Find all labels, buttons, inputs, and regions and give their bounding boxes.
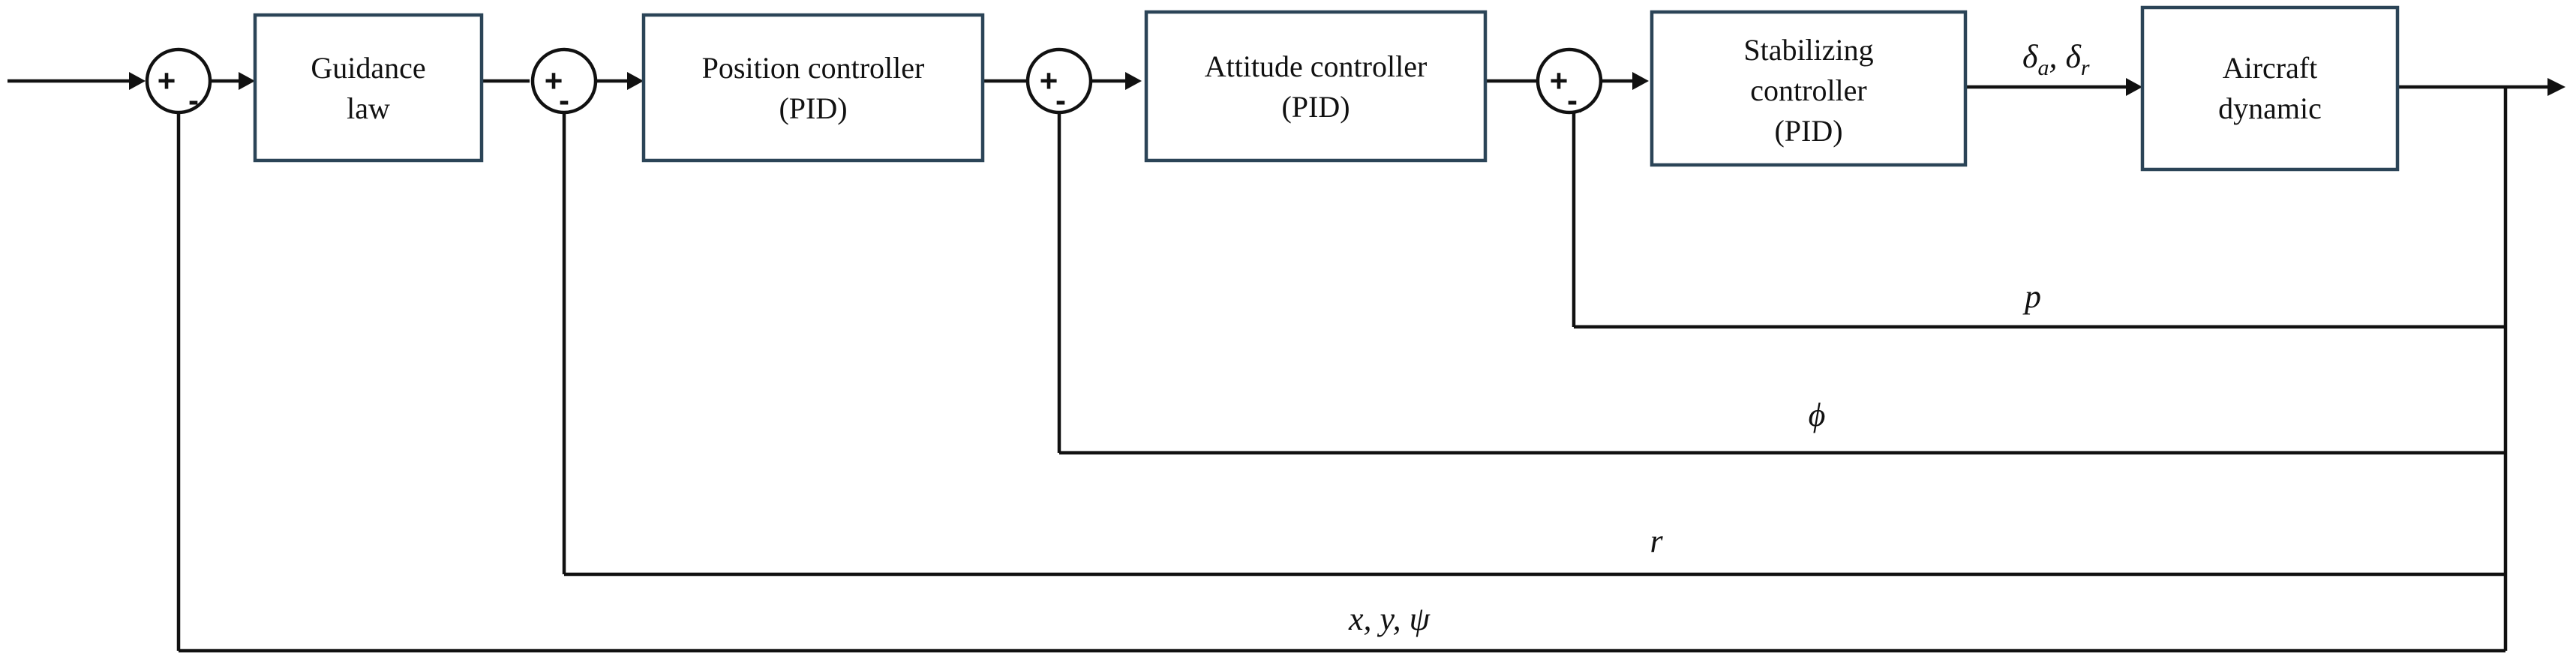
block-label-line: Stabilizing [1743,33,1873,67]
sum-minus-sign: - [559,82,569,118]
sum-minus-sign: - [188,82,199,118]
sum2-to-position-arrowhead [627,72,644,90]
roll-rate-label: p [2022,278,2041,315]
sum-plus-sign: + [1550,63,1569,98]
block-label-line: Guidance [311,51,425,85]
summing-junction-position: + - [530,47,598,118]
block-label-line: law [347,91,390,125]
sum1-to-guidance-arrowhead [239,72,255,90]
summing-junction-stabilizing: + - [1536,47,1603,118]
sum-minus-sign: - [1567,82,1578,118]
attitude-controller-block: Attitude controller (PID) [1144,10,1488,163]
block-label-line: dynamic [2218,91,2322,125]
summing-junction-attitude: + - [1025,47,1093,118]
output-arrowhead [2547,78,2565,96]
summing-junction-outer: + - [145,47,212,118]
sum-plus-sign: + [1040,63,1058,98]
block-label-line: Aircraft [2223,51,2318,85]
actuator-signal-label: δa, δr [2022,38,2090,80]
sum3-to-attitude-arrowhead [1125,72,1142,90]
block-label-line: Attitude controller [1205,49,1428,83]
roll-angle-label: ϕ [1809,397,1826,433]
sum-plus-sign: + [158,63,176,98]
block-label-line: (PID) [1774,114,1842,148]
position-controller-block: Position controller (PID) [641,13,985,163]
sum-minus-sign: - [1055,82,1066,118]
block-label-line: Position controller [702,51,925,85]
block-label-line: controller [1750,73,1867,107]
yaw-rate-label: r [1650,523,1663,559]
stabilizing-controller-block: Stabilizing controller (PID) [1650,10,1968,167]
input-arrowhead [129,72,146,90]
guidance-law-block: Guidance law [253,13,484,163]
block-label-line: (PID) [779,91,847,125]
position-heading-label: x, y, ψ [1348,601,1431,637]
sum-plus-sign: + [545,63,563,98]
stabilizing-to-aircraft-arrowhead [2126,78,2142,96]
sum4-to-stabilizing-arrowhead [1632,72,1649,90]
aircraft-dynamic-block: Aircraft dynamic [2140,5,2400,172]
block-label-line: (PID) [1281,90,1350,124]
